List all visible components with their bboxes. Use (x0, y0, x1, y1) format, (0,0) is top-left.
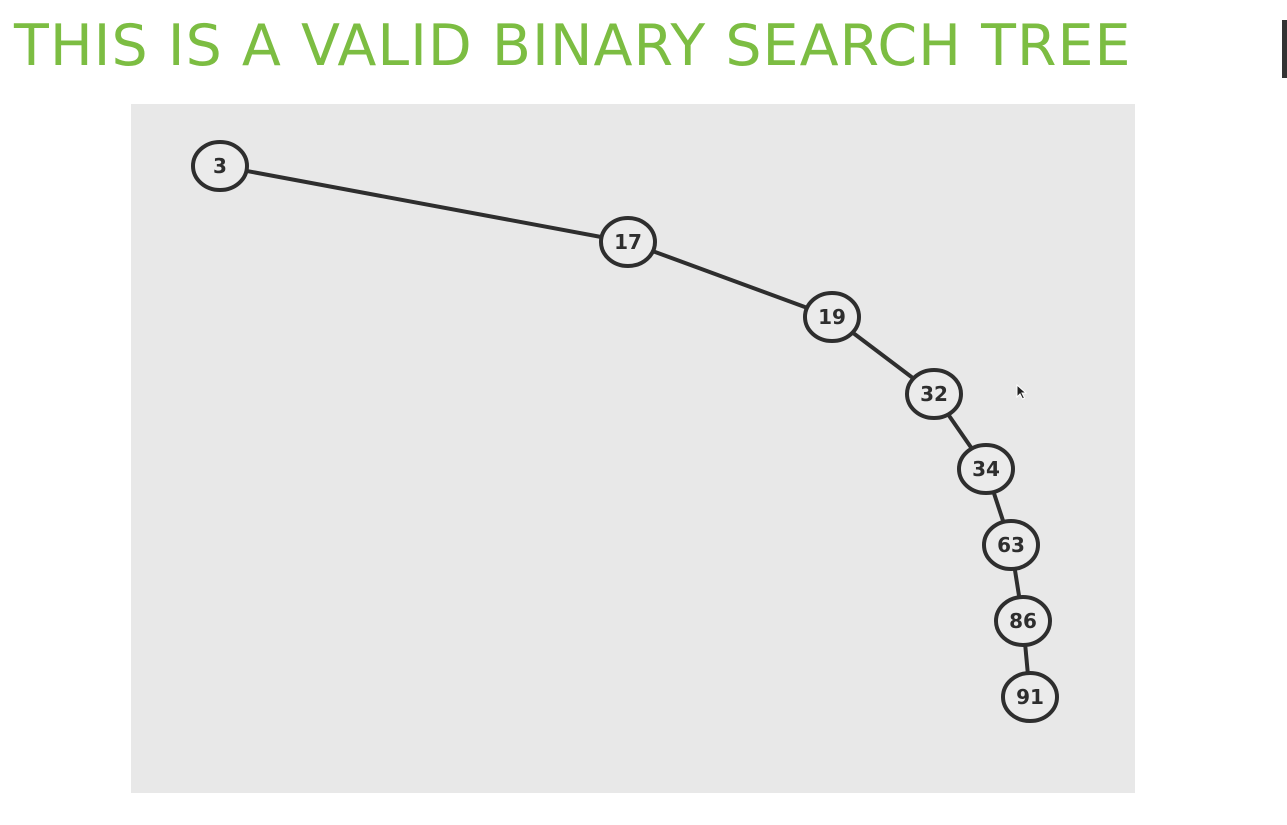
tree-node-label: 91 (1016, 685, 1044, 709)
tree-node-circle[interactable] (982, 519, 1040, 571)
tree-node-label: 86 (1009, 609, 1037, 633)
tree-node-label: 32 (920, 382, 948, 406)
tree-node-circle[interactable] (803, 291, 861, 343)
node-layer: 3 17 19 32 34 63 86 91 (191, 140, 1059, 723)
tree-edge-n3-n17 (219, 164, 629, 244)
tree-node-label: 34 (972, 457, 1000, 481)
tree-node-circle[interactable] (191, 140, 249, 192)
mouse-pointer-icon (1016, 384, 1028, 400)
tree-node-91[interactable]: 91 (1001, 671, 1059, 723)
tree-node-3[interactable]: 3 (191, 140, 249, 192)
tree-node-circle[interactable] (599, 216, 657, 268)
tree-node-19[interactable]: 19 (803, 291, 861, 343)
window-edge-marker (1282, 20, 1287, 78)
tree-node-label: 17 (614, 230, 642, 254)
tree-node-circle[interactable] (1001, 671, 1059, 723)
page-title: THIS IS A VALID BINARY SEARCH TREE (14, 13, 1132, 79)
tree-node-label: 63 (997, 533, 1025, 557)
tree-node-34[interactable]: 34 (957, 443, 1015, 495)
tree-node-86[interactable]: 86 (994, 595, 1052, 647)
tree-diagram: 3 17 19 32 34 63 86 91 (191, 140, 1059, 723)
tree-node-32[interactable]: 32 (905, 368, 963, 420)
tree-node-label: 19 (818, 305, 846, 329)
tree-edge-n17-n19 (627, 240, 833, 319)
tree-node-17[interactable]: 17 (599, 216, 657, 268)
tree-node-circle[interactable] (957, 443, 1015, 495)
tree-node-circle[interactable] (994, 595, 1052, 647)
tree-node-label: 3 (213, 154, 227, 178)
tree-node-circle[interactable] (905, 368, 963, 420)
tree-node-63[interactable]: 63 (982, 519, 1040, 571)
tree-canvas[interactable]: 3 17 19 32 34 63 86 91 (131, 104, 1135, 793)
